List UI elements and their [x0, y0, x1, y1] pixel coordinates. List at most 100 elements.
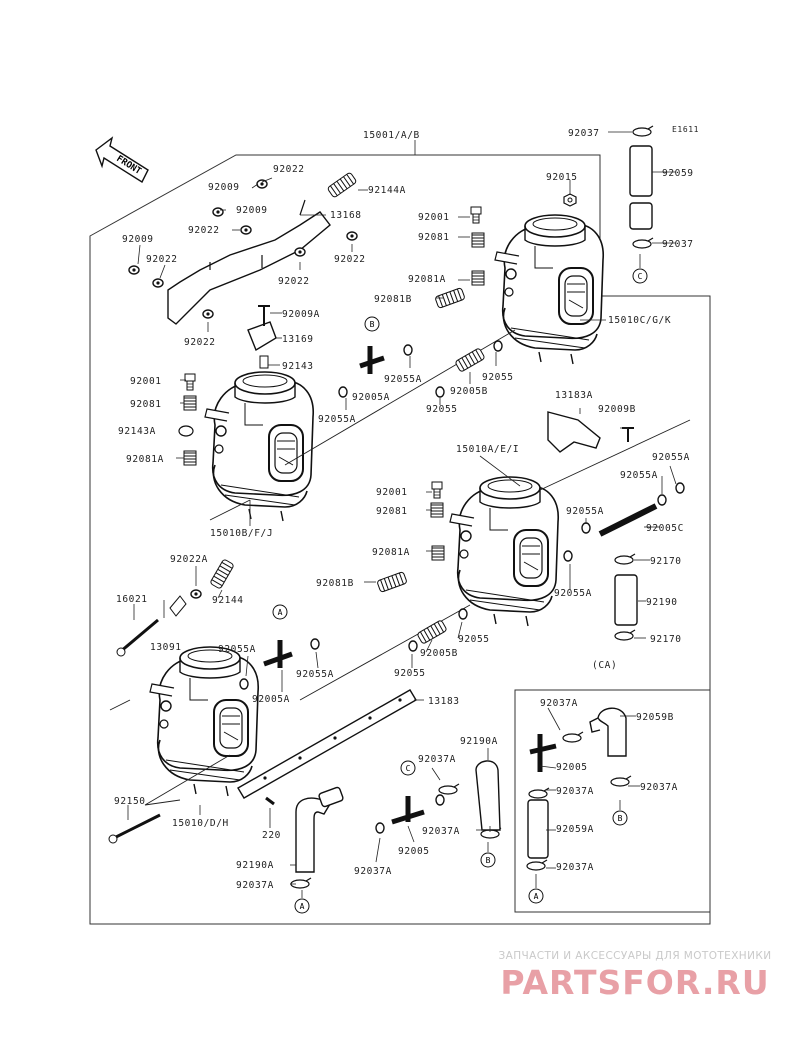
label-16021: 16021	[116, 594, 148, 605]
carburetor-lower-right	[449, 476, 560, 627]
label-92005b-a: 92005B	[450, 386, 488, 397]
watermark-tagline: ЗАПЧАСТИ И АКСЕССУАРЫ ДЛЯ МОТОТЕХНИКИ	[498, 950, 772, 962]
callout-b-2: B	[486, 856, 491, 865]
label-92081b-b: 92081B	[316, 578, 354, 589]
label-92005-b: 92005	[398, 846, 430, 857]
label-92037a-a: 92037A	[540, 698, 578, 709]
label-92144: 92144	[212, 595, 244, 606]
label-92037a-e: 92037A	[422, 826, 460, 837]
label-92022a: 92022A	[170, 554, 208, 565]
label-92055a-f: 92055A	[554, 588, 592, 599]
carburetor-upper-right	[494, 214, 605, 365]
label-220: 220	[262, 830, 281, 841]
label-92009b: 92009B	[598, 404, 636, 415]
callout-markers: B C A C B A B A	[272, 268, 648, 914]
label-92005a-b: 92005A	[252, 694, 290, 705]
label-92055a-a: 92055A	[384, 374, 422, 385]
label-92055a-e: 92055A	[566, 506, 604, 517]
label-92059b: 92059B	[636, 712, 674, 723]
label-92055-a: 92055	[482, 372, 514, 383]
label-92150: 92150	[114, 796, 146, 807]
label-13091: 13091	[150, 642, 182, 653]
label-15010b: 15010B/F/J	[210, 528, 273, 539]
label-92055a-d: 92055A	[620, 470, 658, 481]
label-92190a-b: 92190A	[236, 860, 274, 871]
callout-b-3: B	[618, 814, 623, 823]
label-92144a: 92144A	[368, 185, 406, 196]
label-92055a-b: 92055A	[318, 414, 356, 425]
carburetor-lower-left	[149, 646, 260, 797]
link-plate	[247, 321, 277, 352]
callout-c-2: C	[406, 764, 411, 773]
label-92009-b: 92009	[236, 205, 268, 216]
label-92037-tr: 92037	[568, 128, 600, 139]
label-92081-a: 92081	[418, 232, 450, 243]
label-cal: (CA)	[592, 660, 617, 671]
label-92143a: 92143A	[118, 426, 156, 437]
callout-a-3: A	[534, 892, 539, 901]
label-92143: 92143	[282, 361, 314, 372]
label-92005a-a: 92005A	[352, 392, 390, 403]
label-92081b-a: 92081B	[374, 294, 412, 305]
label-92190: 92190	[646, 597, 678, 608]
watermark-brand: PARTSFOR.RU	[500, 963, 770, 1002]
label-92037a-d: 92037A	[556, 786, 594, 797]
label-15001: 15001/A/B	[363, 130, 420, 141]
watermark: ЗАПЧАСТИ И АКСЕССУАРЫ ДЛЯ МОТОТЕХНИКИ PA…	[480, 950, 790, 1002]
callout-b-1: B	[370, 320, 375, 329]
label-92037a-g: 92037A	[354, 866, 392, 877]
label-92001-a: 92001	[418, 212, 450, 223]
label-92037-tr2: 92037	[662, 239, 694, 250]
callout-c-1: C	[638, 272, 643, 281]
label-92081a-c: 92081A	[372, 547, 410, 558]
label-92022-c: 92022	[146, 254, 178, 265]
label-92037a-b: 92037A	[418, 754, 456, 765]
figure-code: E1611	[672, 125, 699, 134]
label-92055a-h: 92055A	[296, 669, 334, 680]
front-arrow-icon: FRONT	[95, 136, 149, 184]
label-92022-d: 92022	[334, 254, 366, 265]
label-15010c: 15010C/G/K	[608, 315, 671, 326]
label-92022-e: 92022	[278, 276, 310, 287]
label-92055a-g: 92055A	[218, 644, 256, 655]
label-92005-a: 92005	[556, 762, 588, 773]
label-92037a-c: 92037A	[640, 782, 678, 793]
bracket-13183a	[547, 411, 601, 453]
label-92015: 92015	[546, 172, 578, 183]
label-92081-c: 92081	[376, 506, 408, 517]
label-92190a-a: 92190A	[460, 736, 498, 747]
label-13168: 13168	[330, 210, 362, 221]
label-92055-b: 92055	[426, 404, 458, 415]
label-92170-b: 92170	[650, 634, 682, 645]
hoses	[295, 145, 653, 873]
label-92022-f: 92022	[184, 337, 216, 348]
carburetor-upper-left	[204, 371, 315, 522]
label-92001-b: 92001	[130, 376, 162, 387]
label-13183: 13183	[428, 696, 460, 707]
label-92022-b: 92022	[188, 225, 220, 236]
label-92055-c: 92055	[458, 634, 490, 645]
label-92005c: 92005C	[646, 523, 684, 534]
label-92081a-b: 92081A	[126, 454, 164, 465]
label-92081a-a: 92081A	[408, 274, 446, 285]
label-92009-c: 92009	[122, 234, 154, 245]
label-92081-b: 92081	[130, 399, 162, 410]
rail-13183	[237, 689, 417, 799]
label-15010: 15010/D/H	[172, 818, 229, 829]
label-92009a: 92009A	[282, 309, 320, 320]
label-92009-a: 92009	[208, 182, 240, 193]
label-92022-a: 92022	[273, 164, 305, 175]
leader-lines	[127, 131, 677, 898]
label-92037a-f: 92037A	[556, 862, 594, 873]
rail-holes	[263, 698, 402, 780]
label-15010a: 15010A/E/I	[456, 444, 519, 455]
callout-a-2: A	[300, 902, 305, 911]
part-labels: E1611 15001/A/B 92037 92059 92037 92015 …	[114, 125, 699, 891]
label-92170-a: 92170	[650, 556, 682, 567]
label-92001-c: 92001	[376, 487, 408, 498]
label-92055-d: 92055	[394, 668, 426, 679]
label-92055a-c: 92055A	[652, 452, 690, 463]
label-92059a: 92059A	[556, 824, 594, 835]
label-92037a-h: 92037A	[236, 880, 274, 891]
